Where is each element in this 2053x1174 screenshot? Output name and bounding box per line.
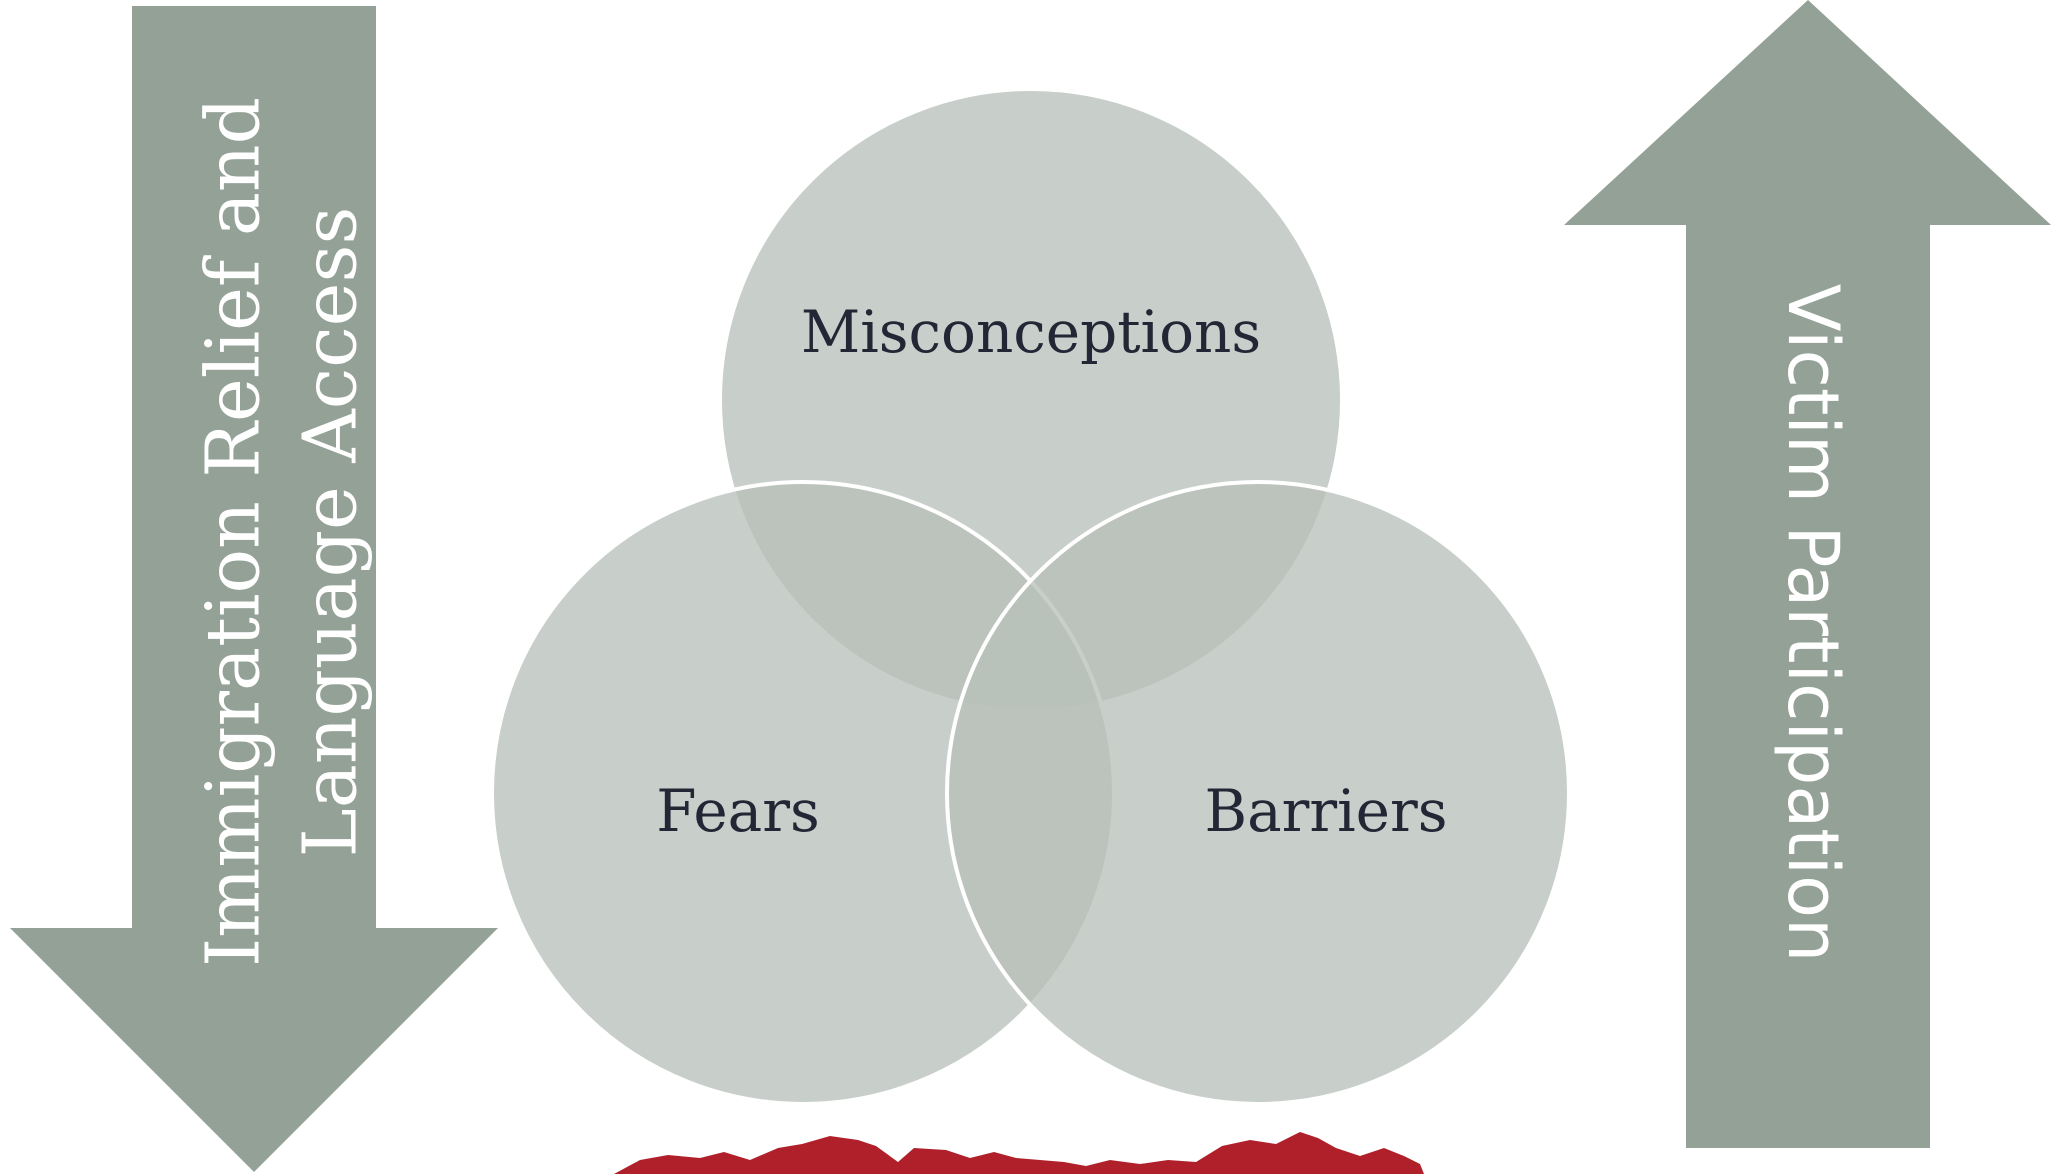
right-arrow-shape: [1564, 0, 2051, 1148]
left-arrow-label-line2: Language Access: [287, 207, 373, 858]
right-arrow-label: Victim Participation: [1772, 284, 1854, 963]
venn-circle-barriers: [945, 480, 1571, 1106]
left-arrow-label-line1: Immigration Relief and: [190, 97, 276, 967]
venn-label-misconceptions: Misconceptions: [801, 298, 1261, 366]
venn-diagram: Misconceptions Fears Barriers: [490, 87, 1571, 1106]
venn-label-fears: Fears: [656, 777, 819, 845]
venn-label-barriers: Barriers: [1204, 777, 1447, 845]
red-torn-shape: [614, 1132, 1424, 1174]
left-down-arrow: Immigration Relief and Language Access: [10, 6, 498, 1172]
right-up-arrow: Victim Participation: [1564, 0, 2051, 1148]
left-arrow-shape: [10, 6, 498, 1172]
